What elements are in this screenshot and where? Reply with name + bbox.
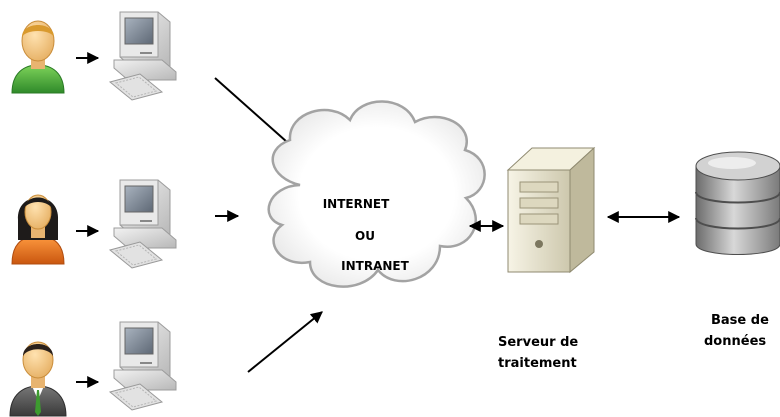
cloud-label-intranet: INTRANET <box>341 259 409 273</box>
user-businessman-icon <box>9 341 67 417</box>
arrow-computer1-cloud <box>214 77 297 151</box>
arrow-computer3-cloud <box>247 311 323 373</box>
computer-icon <box>109 179 177 269</box>
database-label-line1: Base de <box>711 313 769 328</box>
computer-icon <box>109 321 177 411</box>
cloud-label-internet: INTERNET <box>323 197 390 211</box>
user-woman-icon <box>11 194 65 265</box>
user-green-icon <box>11 20 65 94</box>
computer-icon <box>109 11 177 101</box>
server-icon <box>506 146 596 274</box>
cloud-icon: INTERNET OU INTRANET <box>267 100 486 288</box>
server-label-line1: Serveur de <box>498 335 578 350</box>
server-label-line2: traitement <box>498 356 577 371</box>
cloud-label-ou: OU <box>355 229 375 243</box>
database-label-line2: données <box>704 334 766 349</box>
database-icon <box>695 151 780 255</box>
